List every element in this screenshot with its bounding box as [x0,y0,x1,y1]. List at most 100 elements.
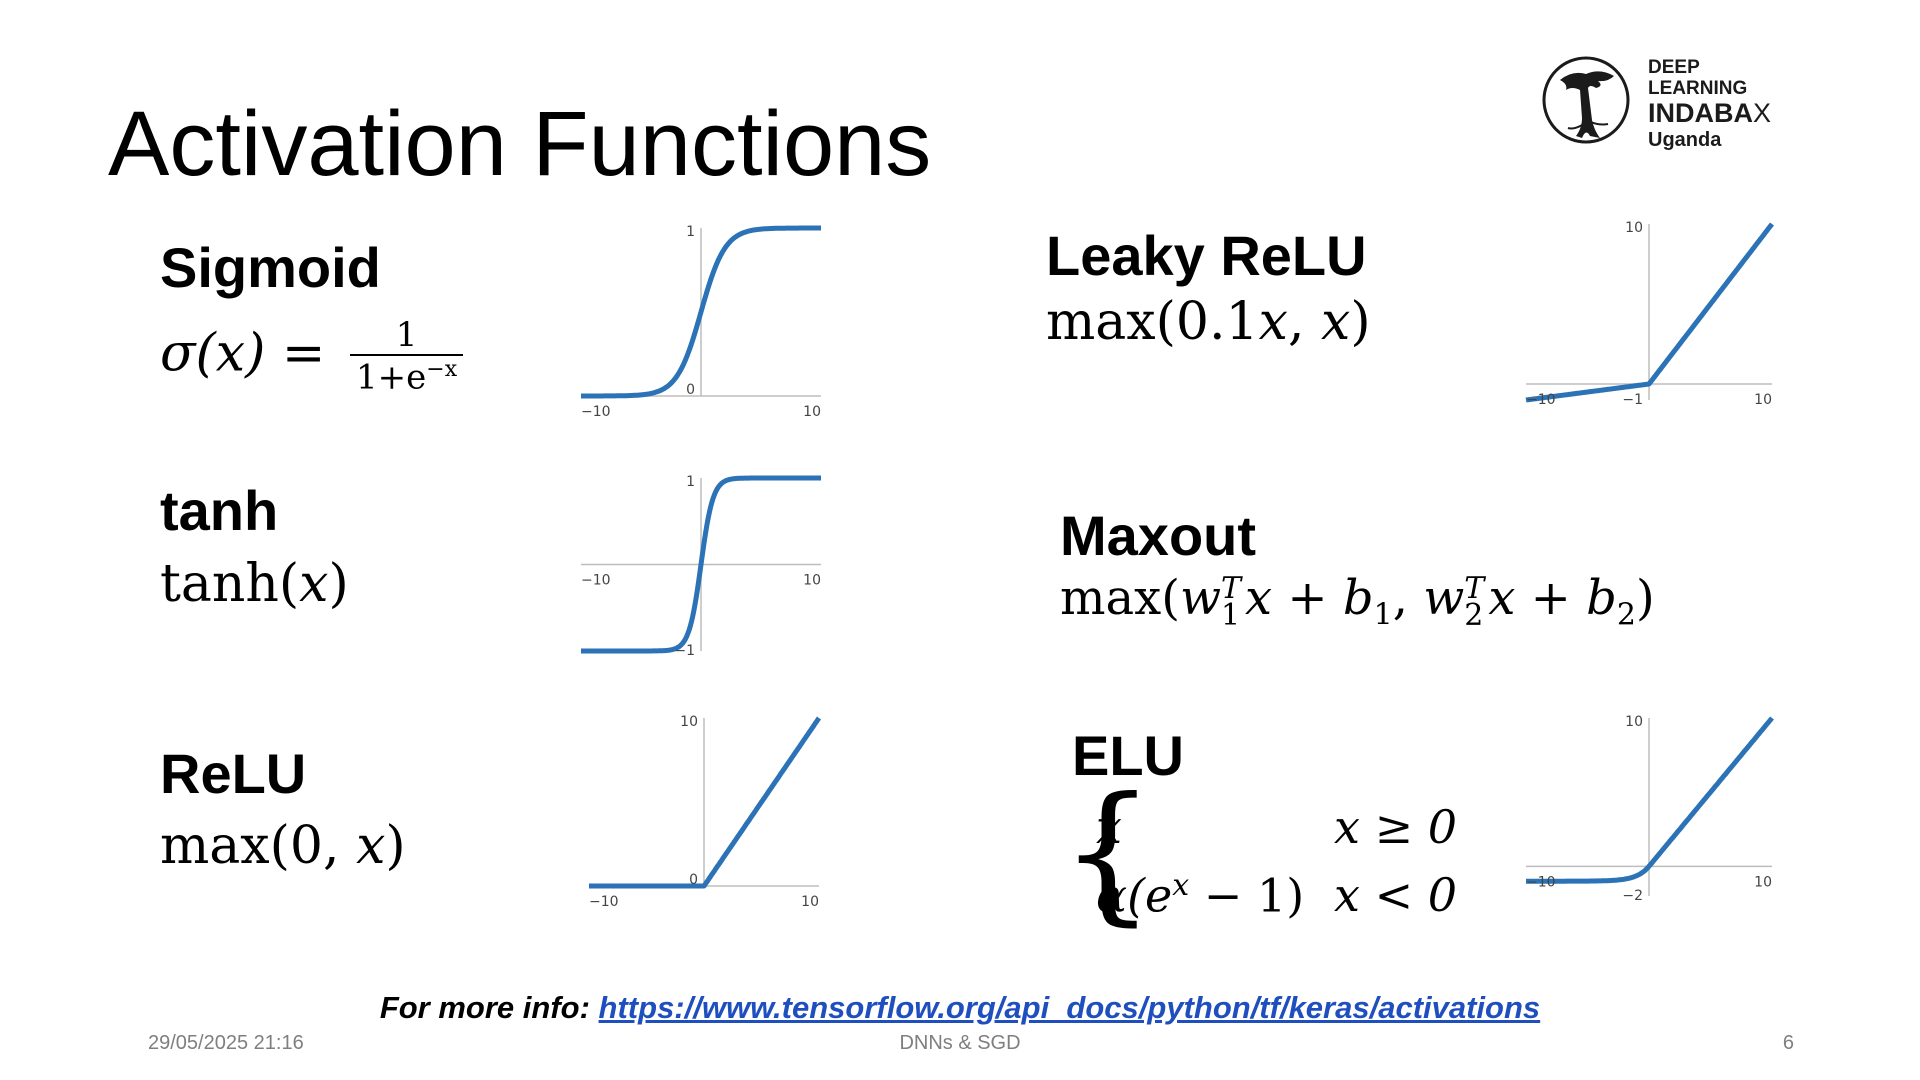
tanh-formula-a: tanh( [160,554,300,614]
footer-date: 29/05/2025 21:16 [148,1032,304,1054]
elu-name: ELU [1072,724,1184,787]
relu-formula-a: max(0, [160,816,357,876]
logo-indaba-text: INDABA [1648,98,1753,128]
relu-chart: −10 10 10 0 [583,712,825,912]
relu-formula-b: ) [385,816,406,876]
maxout-b1-sub: 1 [1373,597,1393,633]
more-info-line: For more info: https://www.tensorflow.or… [0,990,1920,1026]
elu-ytick-max: 10 [1625,714,1643,730]
elu-xtick-min: −10 [1526,874,1556,890]
leaky-relu-xtick-max: 10 [1754,392,1772,408]
elu-row2-left: α(ex − 1) [1096,868,1304,922]
elu-row2-cond: x < 0 [1334,868,1457,922]
elu-curve [1524,716,1774,884]
maxout-name: Maxout [1060,504,1256,567]
relu-xtick-max: 10 [801,894,819,910]
leaky-formula-x: x [1258,292,1288,352]
leaky-formula-c: ) [1350,292,1371,352]
relu-curve [587,716,822,889]
maxout-mid1: x + [1245,570,1343,626]
leaky-formula-x2: x [1321,292,1351,352]
elu-row1-left: x [1096,800,1122,854]
sigmoid-ytick-min: 0 [686,382,695,398]
maxout-end: ) [1635,570,1655,626]
relu-formula: max(0, x) [160,820,406,872]
maxout-sub2: 2 [1464,597,1484,633]
logo-line-uganda: Uganda [1648,129,1722,151]
maxout-b2-sub: 2 [1616,597,1636,633]
relu-xtick-min: −10 [589,894,619,910]
maxout-w1: w [1179,570,1222,626]
sigmoid-denominator: 1+e−x [350,353,464,396]
relu-ytick-min: 0 [689,872,698,888]
relu-formula-x: x [356,816,386,876]
elu-row2-exp: x [1172,868,1190,903]
leaky-relu-curve [1524,222,1774,403]
relu-ytick-max: 10 [680,714,698,730]
maxout-sep: , [1392,570,1424,626]
more-info-label: For more info: [379,990,590,1025]
tanh-name: tanh [160,479,279,542]
elu-brace: { [1060,766,1156,940]
elu-ytick-min: −2 [1622,888,1643,904]
sigmoid-name: Sigmoid [160,236,381,299]
sigmoid-den-exp: −x [426,356,458,382]
elu-chart: −10 10 10 −2 [1520,712,1778,922]
relu-name: ReLU [160,742,307,805]
tanh-formula-x: x [299,554,329,614]
leaky-formula-b: , [1287,292,1322,352]
logo: DEEP LEARNING INDABAX Uganda [1538,50,1788,160]
tanh-chart: −10 10 1 −1 [575,472,827,677]
leaky-relu-ytick-max: 10 [1625,220,1643,236]
baobab-tree-icon [1542,56,1630,144]
leaky-relu-chart: −10 10 10 −1 [1520,218,1778,426]
sigmoid-xtick-min: −10 [581,404,611,420]
sigmoid-xtick-max: 10 [803,404,821,420]
maxout-mid2: x + [1488,570,1587,626]
leaky-relu-ytick-min: −1 [1622,392,1643,408]
page-title: Activation Functions [108,93,932,195]
maxout-sub1: 1 [1221,597,1241,633]
sigmoid-ytick-max: 1 [686,224,695,240]
maxout-w2: w [1423,570,1465,626]
tanh-formula: tanh(x) [160,558,349,610]
sigmoid-numerator: 1 [395,315,418,355]
leaky-relu-formula: max(0.1x, x) [1046,296,1371,348]
tanh-curve [579,475,823,654]
leaky-relu-name: Leaky ReLU [1046,224,1367,287]
sigmoid-lhs: σ(x) = [160,323,343,384]
maxout-t1: max( [1060,570,1180,626]
tanh-ytick-min: −1 [674,643,695,659]
tanh-ytick-max: 1 [686,474,695,490]
maxout-b1: b [1342,570,1374,626]
maxout-b2: b [1586,570,1617,626]
logo-line-deep: DEEP [1648,57,1700,78]
maxout-sup2: T [1464,570,1485,606]
tanh-xtick-max: 10 [803,573,821,589]
logo-line-indaba: INDABAX [1648,100,1771,127]
elu-row2-right: x < 0 [1334,868,1457,922]
elu-row1-cond: x ≥ 0 [1334,800,1457,854]
footer-page-number: 6 [1782,1032,1794,1054]
leaky-relu-xtick-min: −10 [1526,392,1556,408]
tanh-xtick-min: −10 [581,573,611,589]
elu-row1-x: x [1096,800,1122,854]
tanh-formula-b: ) [328,554,349,614]
elu-row1-right: x ≥ 0 [1334,800,1457,854]
maxout-sup1: T [1221,570,1242,606]
logo-line-learning: LEARNING [1648,78,1748,99]
sigmoid-curve [579,225,823,399]
elu-row2-tail: − 1) [1189,868,1305,923]
elu-xtick-max: 10 [1754,874,1772,890]
tensorflow-activations-link[interactable]: https://www.tensorflow.org/api_docs/pyth… [598,990,1541,1025]
elu-row2-a: α(e [1096,868,1173,923]
footer-title: DNNs & SGD [899,1032,1021,1054]
leaky-formula-a: max(0.1 [1046,292,1259,352]
logo-x-mark: X [1753,98,1772,128]
